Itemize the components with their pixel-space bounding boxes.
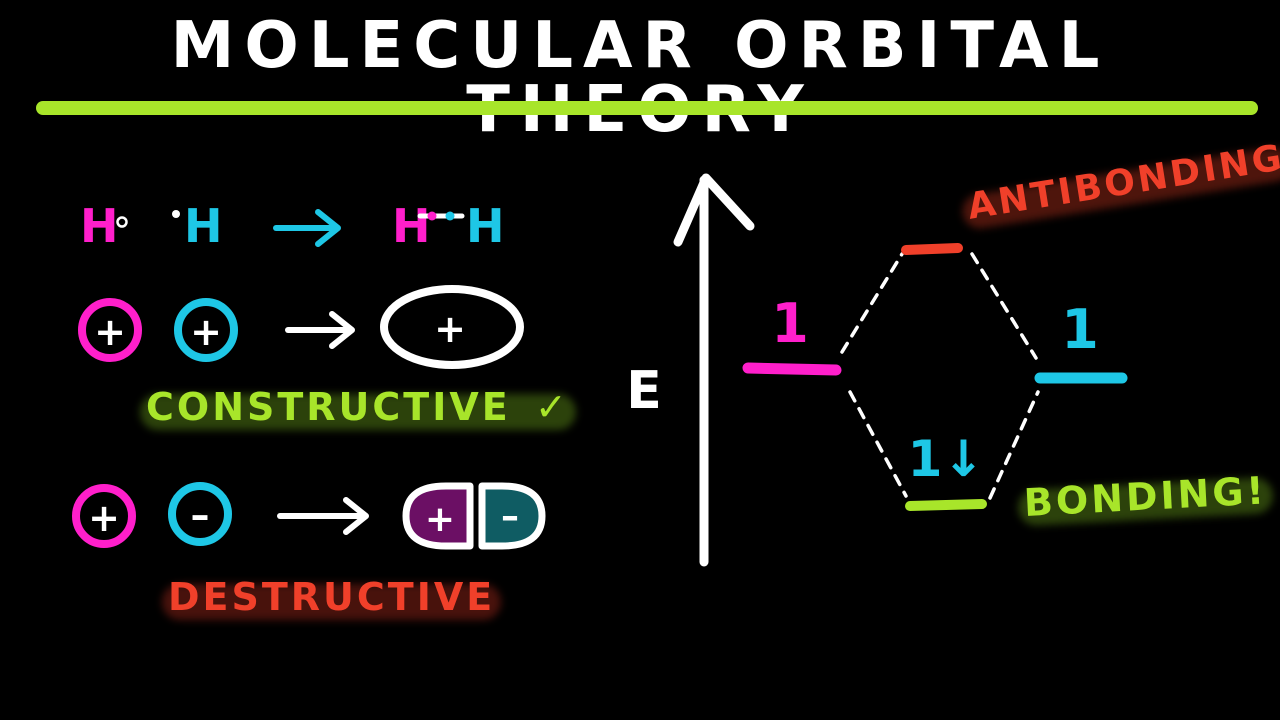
destructive-label: DESTRUCTIVE <box>162 575 502 620</box>
orbital-sign: + <box>434 307 466 351</box>
bonding-orbital-level <box>905 499 987 511</box>
orbital-plus-cyan <box>174 298 238 362</box>
electron-dot-right <box>172 210 180 218</box>
orbital-plus-magenta <box>78 298 142 362</box>
h2-formation-row: H H H H <box>80 199 505 253</box>
node-half-negative <box>478 482 546 550</box>
constructive-label-text: CONSTRUCTIVE <box>146 385 511 429</box>
h2-product-left-atom: H <box>392 199 431 253</box>
checkmark-icon: ✓ <box>534 385 570 429</box>
node-half-positive <box>402 482 474 550</box>
left-atomic-orbital-level <box>742 362 842 376</box>
orbital-sign: – <box>191 493 210 537</box>
destructive-label-text: DESTRUCTIVE <box>168 575 496 619</box>
hydrogen-atom-left: H <box>80 199 119 253</box>
orbital-sign: – <box>501 496 519 537</box>
reaction-arrow-3 <box>277 497 369 535</box>
constructive-label: CONSTRUCTIVE ✓ <box>140 385 576 430</box>
orbital-sign: + <box>94 310 126 354</box>
left-electron-arrow: 1 <box>771 292 809 355</box>
antibonding-orbital-level <box>901 243 963 255</box>
constructive-row: + + + <box>78 285 524 369</box>
orbital-minus-cyan <box>168 482 232 546</box>
orbital-sign: + <box>425 499 455 540</box>
mo-diagram: 1 1 1↓ <box>742 243 1128 511</box>
bonding-electron-pair: 1↓ <box>908 430 985 488</box>
right-electron-arrow: 1 <box>1061 298 1099 361</box>
destructive-row: + – + – <box>72 482 546 550</box>
energy-axis-label: E <box>626 361 662 421</box>
orbital-plus-magenta <box>72 484 136 548</box>
h2-shared-electron-magenta <box>427 211 437 221</box>
orbital-sign: + <box>190 310 222 354</box>
reaction-arrow-1 <box>273 209 341 247</box>
orbital-sign: + <box>88 496 120 540</box>
electron-dot-left <box>116 216 128 228</box>
h2-product-right-atom: H <box>466 199 505 253</box>
hydrogen-atom-right: H <box>184 199 223 253</box>
bonding-label: BONDING! <box>1017 468 1274 527</box>
correlation-lines <box>840 252 1040 500</box>
h2-shared-electron-cyan <box>445 211 455 221</box>
title-underline <box>36 101 1258 115</box>
combined-orbital <box>380 285 524 369</box>
energy-axis: E <box>626 173 755 567</box>
reaction-arrow-2 <box>285 311 355 349</box>
